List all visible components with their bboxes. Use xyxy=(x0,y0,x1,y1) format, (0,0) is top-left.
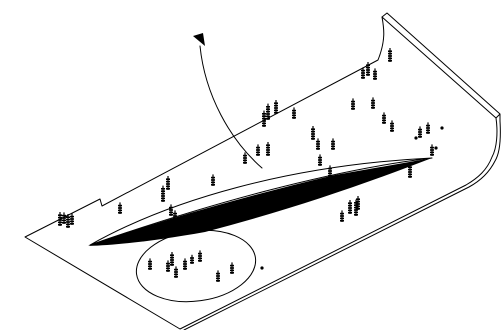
fastener-3 xyxy=(66,214,70,228)
ellipse-fastener-3 xyxy=(170,252,174,266)
fastener-26 xyxy=(373,68,377,80)
fastener-19 xyxy=(316,138,320,150)
fastener-35 xyxy=(408,164,412,178)
fastener-17 xyxy=(292,107,296,119)
fastener-20 xyxy=(318,154,322,166)
hole-1 xyxy=(414,136,418,140)
plate-flange-lower-edge xyxy=(183,120,501,330)
ellipse-fastener-4 xyxy=(174,266,178,278)
plate-flange xyxy=(381,12,501,122)
fastener-15 xyxy=(266,103,270,120)
fastener-32 xyxy=(348,200,352,214)
fastener-24 xyxy=(361,67,365,79)
fastener-9 xyxy=(173,210,177,222)
ellipse-fastener-5 xyxy=(183,258,187,270)
ellipse-fastener-7 xyxy=(198,250,202,262)
fastener-37 xyxy=(426,122,430,134)
curved-arrow-head xyxy=(193,33,205,46)
fastener-1 xyxy=(58,212,62,226)
blade-sliver xyxy=(88,158,432,246)
ellipse-fastener-8 xyxy=(216,270,220,282)
fastener-7 xyxy=(166,176,170,190)
hole-4 xyxy=(260,266,264,270)
curved-arrow-shaft xyxy=(199,45,263,169)
fastener-18 xyxy=(311,126,315,140)
fastener-29 xyxy=(390,120,394,132)
fastener-28 xyxy=(382,112,386,124)
fastener-8 xyxy=(169,204,173,216)
fastener-13 xyxy=(266,142,270,156)
fastener-2 xyxy=(62,212,66,224)
fastener-12 xyxy=(256,144,260,156)
fastener-14 xyxy=(262,110,266,127)
ellipse-fastener-9 xyxy=(230,262,234,274)
plate-features xyxy=(58,48,444,270)
fastener-38 xyxy=(430,144,434,156)
ellipse-fastener-2 xyxy=(166,260,170,272)
plate-outline xyxy=(24,16,498,330)
fastener-4 xyxy=(70,213,74,225)
fastener-16 xyxy=(274,100,278,114)
fastener-10 xyxy=(211,174,215,186)
fastener-36 xyxy=(418,126,422,138)
fastener-21 xyxy=(331,138,335,150)
ellipse-fastener-6 xyxy=(190,254,194,264)
ellipse-fastener-1 xyxy=(148,258,152,270)
fastener-34 xyxy=(356,196,360,210)
fastener-23 xyxy=(351,98,355,110)
fastener-27 xyxy=(371,97,375,109)
hole-3 xyxy=(440,126,444,130)
hole-2 xyxy=(434,146,438,150)
feature-ellipse xyxy=(135,229,257,303)
fastener-11 xyxy=(243,152,247,164)
fastener-22 xyxy=(328,165,332,177)
fastener-6 xyxy=(161,185,165,202)
fastener-5 xyxy=(118,202,122,214)
fastener-30 xyxy=(388,48,392,62)
fastener-25 xyxy=(366,62,370,76)
fastener-33 xyxy=(354,199,358,216)
ellipse-features xyxy=(148,250,234,282)
fastener-31 xyxy=(340,210,344,222)
